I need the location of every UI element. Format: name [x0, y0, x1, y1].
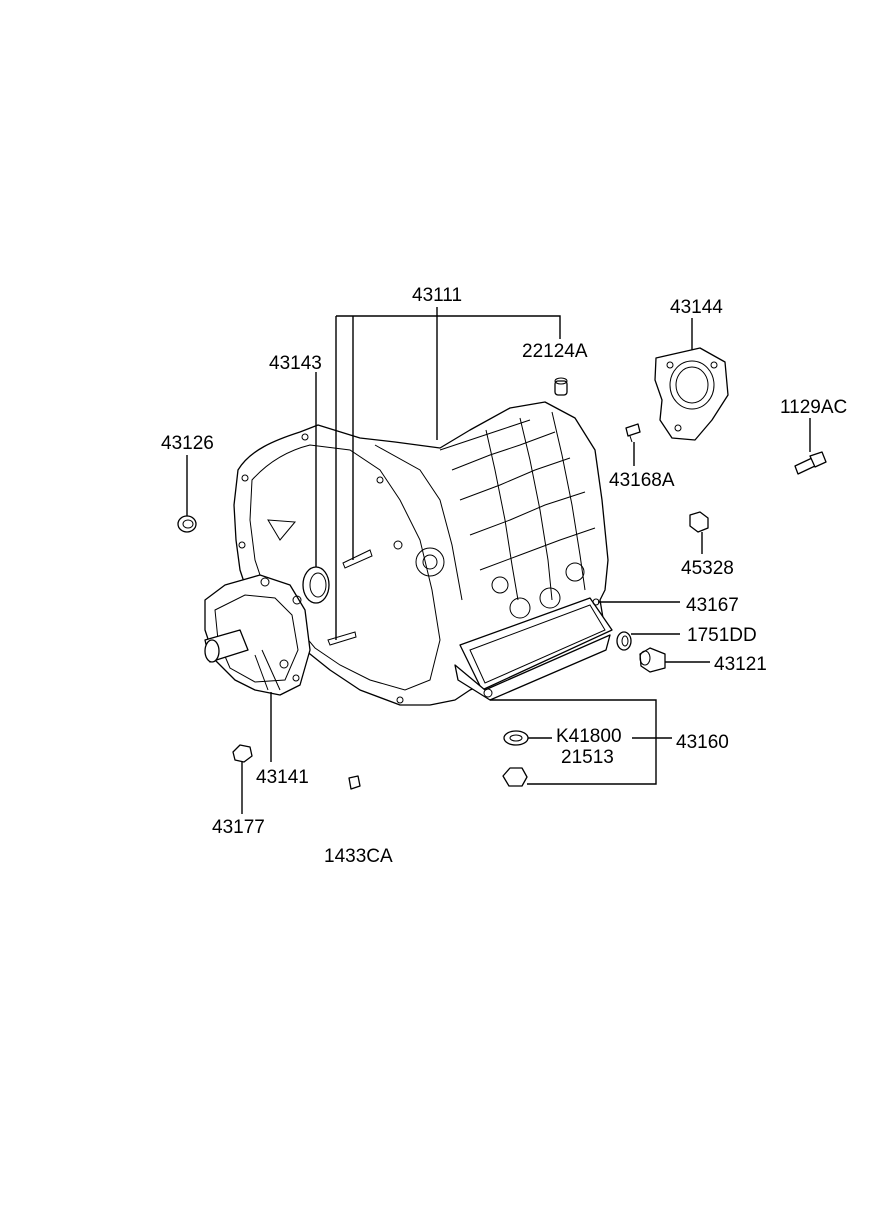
label-45328[interactable]: 45328: [681, 558, 734, 579]
label-21513[interactable]: 21513: [561, 747, 614, 768]
label-K41800[interactable]: K41800: [556, 726, 622, 747]
bolt-43168A[interactable]: [625, 423, 641, 443]
label-43167[interactable]: 43167: [686, 595, 739, 616]
label-43141[interactable]: 43141: [256, 767, 309, 788]
label-22124A[interactable]: 22124A: [522, 341, 588, 362]
nut-45328[interactable]: [689, 511, 709, 533]
plug-21513[interactable]: [502, 767, 528, 787]
label-1129AC[interactable]: 1129AC: [780, 397, 847, 418]
label-43168A[interactable]: 43168A: [609, 470, 675, 491]
label-43126[interactable]: 43126: [161, 433, 214, 454]
oil-pump-43141[interactable]: [204, 574, 311, 696]
label-43121[interactable]: 43121: [714, 654, 767, 675]
part-labels: 43111 43144 22124A 43143 1129AC 43126 43…: [161, 285, 847, 867]
bushing-22124A[interactable]: [554, 377, 568, 396]
washer-1751DD[interactable]: [616, 631, 632, 651]
label-43177[interactable]: 43177: [212, 817, 265, 838]
label-1751DD[interactable]: 1751DD: [687, 625, 757, 646]
label-43160[interactable]: 43160: [676, 732, 729, 753]
label-43144[interactable]: 43144: [670, 297, 723, 318]
leader-lines: [186, 307, 811, 814]
plug-43177[interactable]: [232, 744, 253, 763]
seal-43126[interactable]: [177, 515, 197, 533]
bushing-1433CA[interactable]: [348, 775, 361, 790]
bolt-1129AC[interactable]: [794, 451, 827, 475]
washer-K41800[interactable]: [503, 730, 529, 746]
plug-43121[interactable]: [639, 647, 666, 673]
label-43143[interactable]: 43143: [269, 353, 322, 374]
label-43111[interactable]: 43111: [412, 285, 462, 306]
oil-seal-43143[interactable]: [302, 566, 330, 604]
label-1433CA[interactable]: 1433CA: [324, 846, 393, 867]
oil-pan-43160[interactable]: [454, 597, 613, 701]
bracket-43144[interactable]: [654, 347, 729, 441]
